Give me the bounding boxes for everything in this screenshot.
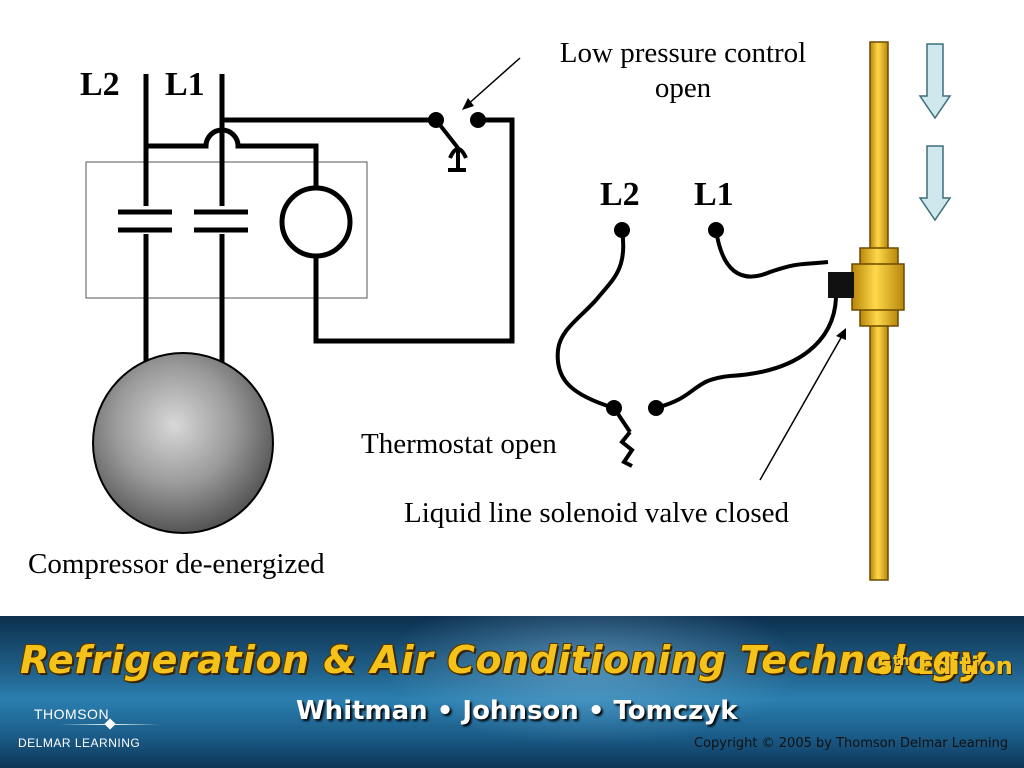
thermostat-solenoid-wire <box>655 297 838 410</box>
low-pressure-control-label: Low pressure control open <box>538 36 828 107</box>
flow-arrow-icon <box>918 145 952 222</box>
contactor-contact-l2 <box>118 209 172 233</box>
low-pressure-control-switch <box>428 112 486 172</box>
compressor <box>92 352 274 534</box>
contactor-coil <box>279 185 353 259</box>
book-banner: Refrigeration & Air Conditioning Technol… <box>0 616 1024 768</box>
publisher-imprint: DELMAR LEARNING <box>18 736 141 750</box>
authors: Whitman • Johnson • Tomczyk <box>296 696 738 726</box>
solenoid-valve-label: Liquid line solenoid valve closed <box>404 497 789 529</box>
contactor-box <box>85 161 368 299</box>
lpc-label-line1: Low pressure control <box>559 37 807 69</box>
solenoid-valve <box>828 247 905 327</box>
coil-return-wire <box>313 117 515 344</box>
solenoid-pointer-line <box>759 335 843 481</box>
wiring-diagram <box>85 41 952 581</box>
compressor-label: Compressor de-energized <box>28 548 325 580</box>
contactor-contact-l1 <box>194 209 248 233</box>
edition-word: Edition <box>917 652 1013 680</box>
left-l2-label: L2 <box>80 66 120 103</box>
flow-arrow-icon <box>918 43 952 120</box>
publisher-star-icon <box>60 724 160 725</box>
book-title: Refrigeration & Air Conditioning Technol… <box>20 638 986 682</box>
l2-coil-wire <box>146 127 319 188</box>
banner-glow <box>380 616 800 746</box>
left-l1-label: L1 <box>165 66 205 103</box>
thermostat-label: Thermostat open <box>361 428 557 460</box>
edition-suffix: th <box>892 653 910 669</box>
l1-solenoid-wire <box>714 229 829 279</box>
right-l1-label: L1 <box>694 176 734 213</box>
lpc-label-line2: open <box>654 72 712 105</box>
lpc-pointer-arrowhead <box>462 98 474 110</box>
solenoid-pointer-arrowhead <box>836 328 846 340</box>
thermostat-switch <box>606 400 664 468</box>
copyright: Copyright © 2005 by Thomson Delmar Learn… <box>694 736 1009 751</box>
right-l2-label: L2 <box>600 176 640 213</box>
publisher-name: THOMSON <box>34 706 110 722</box>
l2-thermostat-wire <box>555 229 626 410</box>
edition-number: 5 <box>876 652 893 680</box>
lpc-pointer-arrow <box>465 57 521 107</box>
edition-label: 5th Edition <box>876 652 1013 680</box>
